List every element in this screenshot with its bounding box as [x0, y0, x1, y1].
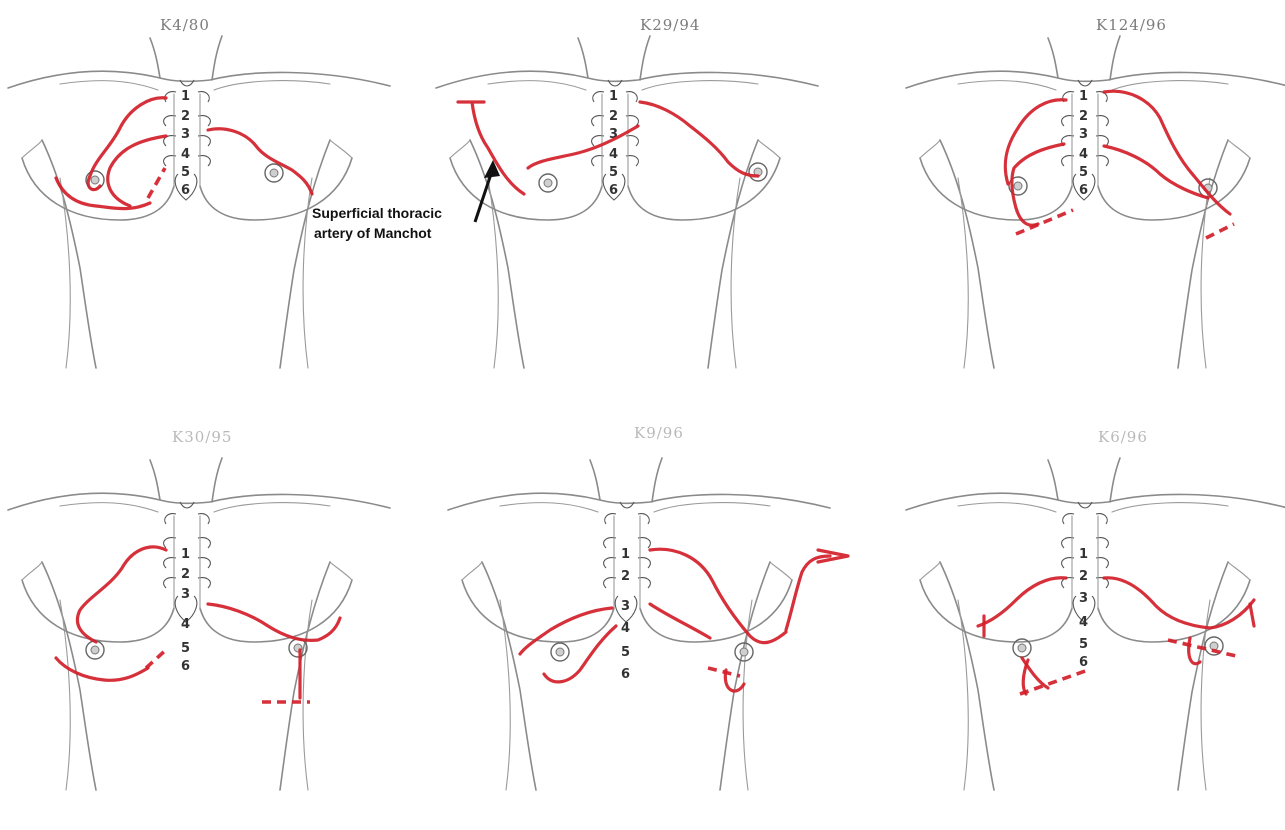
svg-text:5: 5	[1079, 637, 1088, 652]
svg-text:3: 3	[181, 587, 190, 602]
svg-text:5: 5	[181, 641, 190, 656]
svg-text:4: 4	[609, 147, 618, 162]
svg-text:1: 1	[181, 547, 190, 562]
svg-text:2: 2	[1079, 569, 1088, 584]
rib-numbers: 1 2 3 4 5 6	[1079, 89, 1088, 198]
svg-text:6: 6	[181, 183, 190, 198]
panel-k6-96: K6/96 1 2 3 4 5 6	[906, 428, 1285, 790]
panel-k4-80: K4/80 1 2 3 4 5 6	[8, 16, 390, 368]
svg-text:6: 6	[1079, 183, 1088, 198]
svg-text:6: 6	[1079, 655, 1088, 670]
svg-text:5: 5	[621, 645, 630, 660]
rib-numbers: 1 2 3 4 5 6	[181, 547, 190, 674]
svg-text:4: 4	[181, 617, 190, 632]
svg-text:1: 1	[621, 547, 630, 562]
svg-text:3: 3	[621, 599, 630, 614]
svg-text:6: 6	[621, 667, 630, 682]
svg-text:5: 5	[609, 165, 618, 180]
svg-text:2: 2	[181, 567, 190, 582]
case-label: K4/80	[160, 16, 210, 34]
svg-text:2: 2	[181, 109, 190, 124]
case-label: K6/96	[1098, 428, 1148, 446]
annotation-line-2: artery of Manchot	[314, 225, 432, 241]
svg-text:4: 4	[1079, 615, 1088, 630]
annotation-line-1: Superficial thoracic	[312, 205, 442, 221]
vessel-paths	[1005, 91, 1234, 238]
svg-text:3: 3	[1079, 591, 1088, 606]
svg-text:2: 2	[621, 569, 630, 584]
panel-k9-96: K9/96 1 2 3 4 5 6	[448, 424, 848, 790]
rib-numbers: 1 2 3 4 5 6	[181, 89, 190, 198]
svg-text:1: 1	[181, 89, 190, 104]
vessel-paths	[458, 102, 758, 194]
case-label: K29/94	[640, 16, 700, 34]
rib-numbers: 1 2 3 4 5 6	[621, 547, 630, 682]
rib-numbers: 1 2 3 4 5 6	[609, 89, 618, 198]
panel-k29-94: K29/94 1 2 3 4 5 6	[436, 16, 818, 368]
svg-text:3: 3	[181, 127, 190, 142]
svg-text:6: 6	[181, 659, 190, 674]
svg-text:1: 1	[1079, 89, 1088, 104]
svg-text:6: 6	[609, 183, 618, 198]
svg-text:1: 1	[609, 89, 618, 104]
case-label: K30/95	[172, 428, 232, 446]
svg-text:4: 4	[1079, 147, 1088, 162]
rib-numbers: 1 2 3 4 5 6	[1079, 547, 1088, 670]
svg-text:2: 2	[609, 109, 618, 124]
case-label: K9/96	[634, 424, 684, 442]
annotation-superficial-thoracic-artery: Superficial thoracic artery of Manchot	[312, 160, 500, 241]
svg-text:1: 1	[1079, 547, 1088, 562]
svg-text:3: 3	[1079, 127, 1088, 142]
case-label: K124/96	[1096, 16, 1167, 34]
svg-text:5: 5	[1079, 165, 1088, 180]
svg-text:2: 2	[1079, 109, 1088, 124]
panel-k30-95: K30/95 1 2 3 4 5 6	[8, 428, 390, 790]
svg-text:4: 4	[181, 147, 190, 162]
vessel-paths	[978, 578, 1254, 694]
svg-text:4: 4	[621, 621, 630, 636]
svg-text:5: 5	[181, 165, 190, 180]
vessel-paths	[520, 549, 848, 691]
panel-k124-96: K124/96 1 2 3 4 5 6	[906, 16, 1285, 368]
